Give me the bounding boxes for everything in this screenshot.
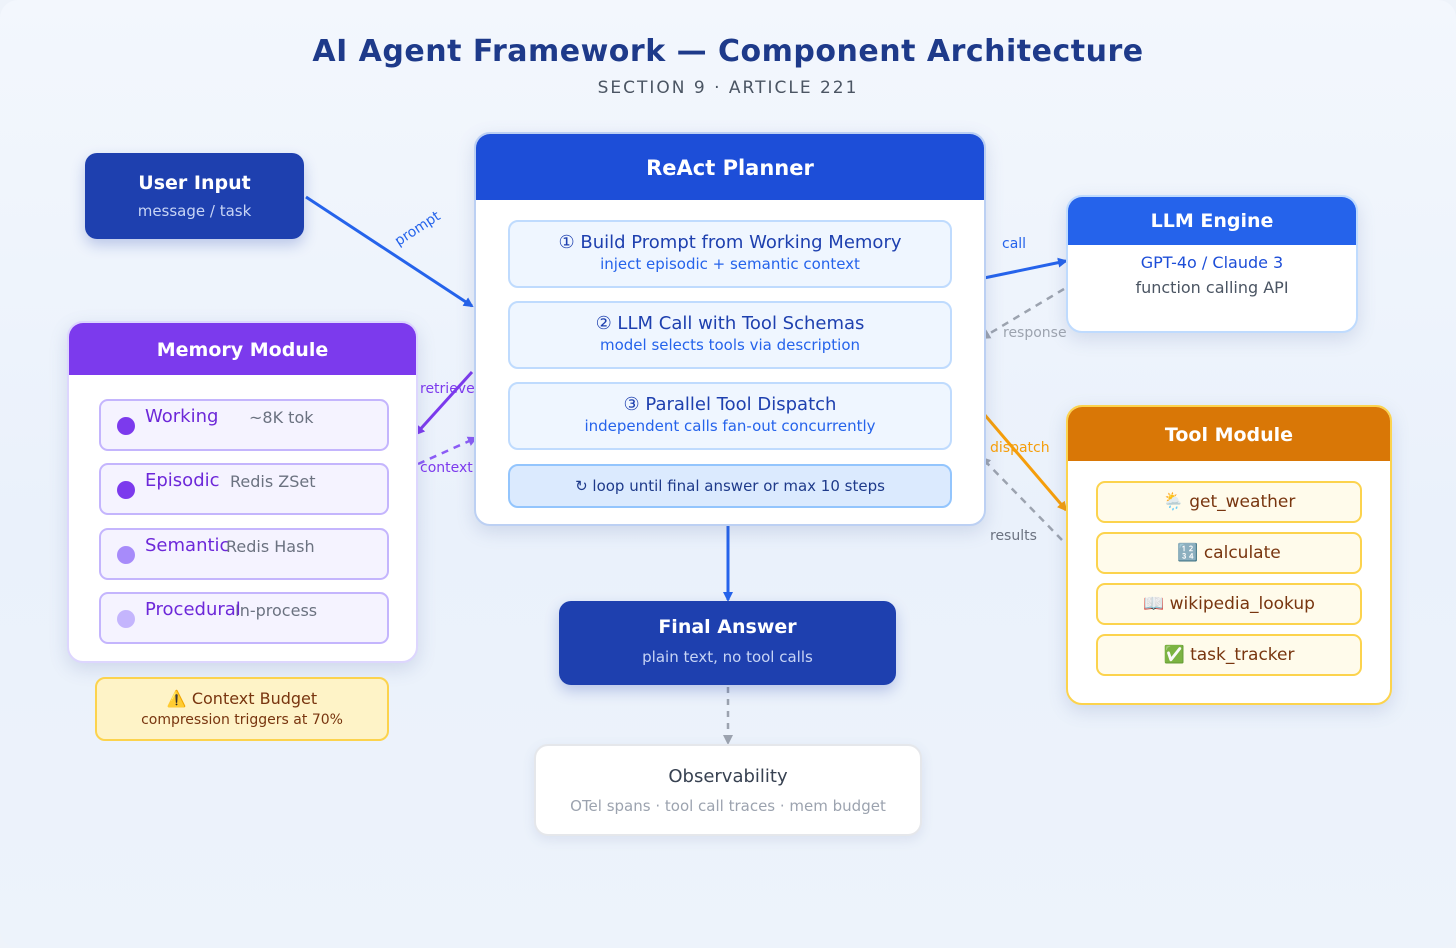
llm-engine-node: LLM Engine GPT-4o / Claude 3 function ca… <box>1066 195 1358 333</box>
memory-module-node: Memory Module Working ~8K tok Episodic R… <box>67 321 418 663</box>
memory-item-desc: ~8K tok <box>249 408 314 427</box>
edge-dispatch <box>982 413 1068 512</box>
page-subtitle: SECTION 9 · ARTICLE 221 <box>597 78 859 98</box>
edge-label-results: results <box>990 528 1037 544</box>
planner-step-2: ② LLM Call with Tool Schemas model selec… <box>508 301 952 369</box>
memory-item-name: Working <box>145 406 219 427</box>
memory-dot-icon <box>117 481 135 499</box>
context-budget-title: ⚠️ Context Budget <box>166 689 318 708</box>
tool-module-title: Tool Module <box>1068 407 1390 461</box>
edge-response <box>980 287 1065 340</box>
memory-item-desc: In-process <box>235 601 318 620</box>
edge-label-context: context <box>420 460 473 476</box>
memory-module-title: Memory Module <box>69 323 416 375</box>
react-planner-node: ReAct Planner ① Build Prompt from Workin… <box>474 132 986 526</box>
tool-item-task-tracker: ✅ task_tracker <box>1096 634 1362 676</box>
context-budget-subtitle: compression triggers at 70% <box>141 712 343 728</box>
memory-dot-icon <box>117 610 135 628</box>
memory-item-episodic: Episodic Redis ZSet <box>99 463 389 515</box>
memory-item-desc: Redis Hash <box>226 537 315 556</box>
step-subtitle: model selects tools via description <box>599 336 861 354</box>
edge-label-response: response <box>1003 325 1067 341</box>
memory-item-desc: Redis ZSet <box>230 472 316 491</box>
tool-module-node: Tool Module 🌦️ get_weather 🔢 calculate 📖… <box>1066 405 1392 705</box>
tool-item-calculate: 🔢 calculate <box>1096 532 1362 574</box>
memory-item-name: Procedural <box>145 599 241 620</box>
tool-item-wikipedia-lookup: 📖 wikipedia_lookup <box>1096 583 1362 625</box>
user-input-subtitle: message / task <box>137 202 252 220</box>
edge-results <box>980 456 1063 541</box>
edge-prompt <box>305 195 474 308</box>
step-title: ③ Parallel Tool Dispatch <box>623 394 837 415</box>
memory-dot-icon <box>117 546 135 564</box>
final-answer-subtitle: plain text, no tool calls <box>642 648 813 666</box>
llm-engine-title: LLM Engine <box>1068 197 1356 245</box>
memory-dot-icon <box>117 417 135 435</box>
step-subtitle: independent calls fan-out concurrently <box>584 417 876 435</box>
edge-label-call: call <box>1002 236 1027 252</box>
planner-step-3: ③ Parallel Tool Dispatch independent cal… <box>508 382 952 450</box>
planner-loop-note: ↻ loop until final answer or max 10 step… <box>508 464 952 508</box>
context-budget-note: ⚠️ Context Budget compression triggers a… <box>95 677 389 741</box>
edge-call <box>983 257 1068 280</box>
edge-label-dispatch: dispatch <box>990 440 1050 456</box>
memory-item-name: Episodic <box>145 470 220 491</box>
final-answer-node: Final Answer plain text, no tool calls <box>559 601 896 685</box>
observability-subtitle: OTel spans · tool call traces · mem budg… <box>570 797 886 815</box>
llm-engine-api: function calling API <box>1135 278 1289 297</box>
user-input-title: User Input <box>138 172 251 194</box>
memory-item-working: Working ~8K tok <box>99 399 389 451</box>
memory-item-semantic: Semantic Redis Hash <box>99 528 389 580</box>
observability-node: Observability OTel spans · tool call tra… <box>534 744 922 836</box>
llm-engine-models: GPT-4o / Claude 3 <box>1140 253 1284 272</box>
planner-step-1: ① Build Prompt from Working Memory injec… <box>508 220 952 288</box>
page-title: AI Agent Framework — Component Architect… <box>312 34 1144 69</box>
edge-label-retrieve: retrieve <box>420 381 475 397</box>
memory-item-name: Semantic <box>145 535 230 556</box>
edge-context <box>417 436 478 466</box>
edge-retrieve <box>414 370 474 436</box>
user-input-node: User Input message / task <box>85 153 304 239</box>
memory-item-procedural: Procedural In-process <box>99 592 389 644</box>
step-subtitle: inject episodic + semantic context <box>600 255 860 273</box>
step-title: ① Build Prompt from Working Memory <box>558 232 902 253</box>
step-title: ② LLM Call with Tool Schemas <box>595 313 865 334</box>
observability-title: Observability <box>668 766 788 787</box>
final-answer-title: Final Answer <box>658 616 797 638</box>
planner-title: ReAct Planner <box>476 134 984 200</box>
tool-item-get-weather: 🌦️ get_weather <box>1096 481 1362 523</box>
